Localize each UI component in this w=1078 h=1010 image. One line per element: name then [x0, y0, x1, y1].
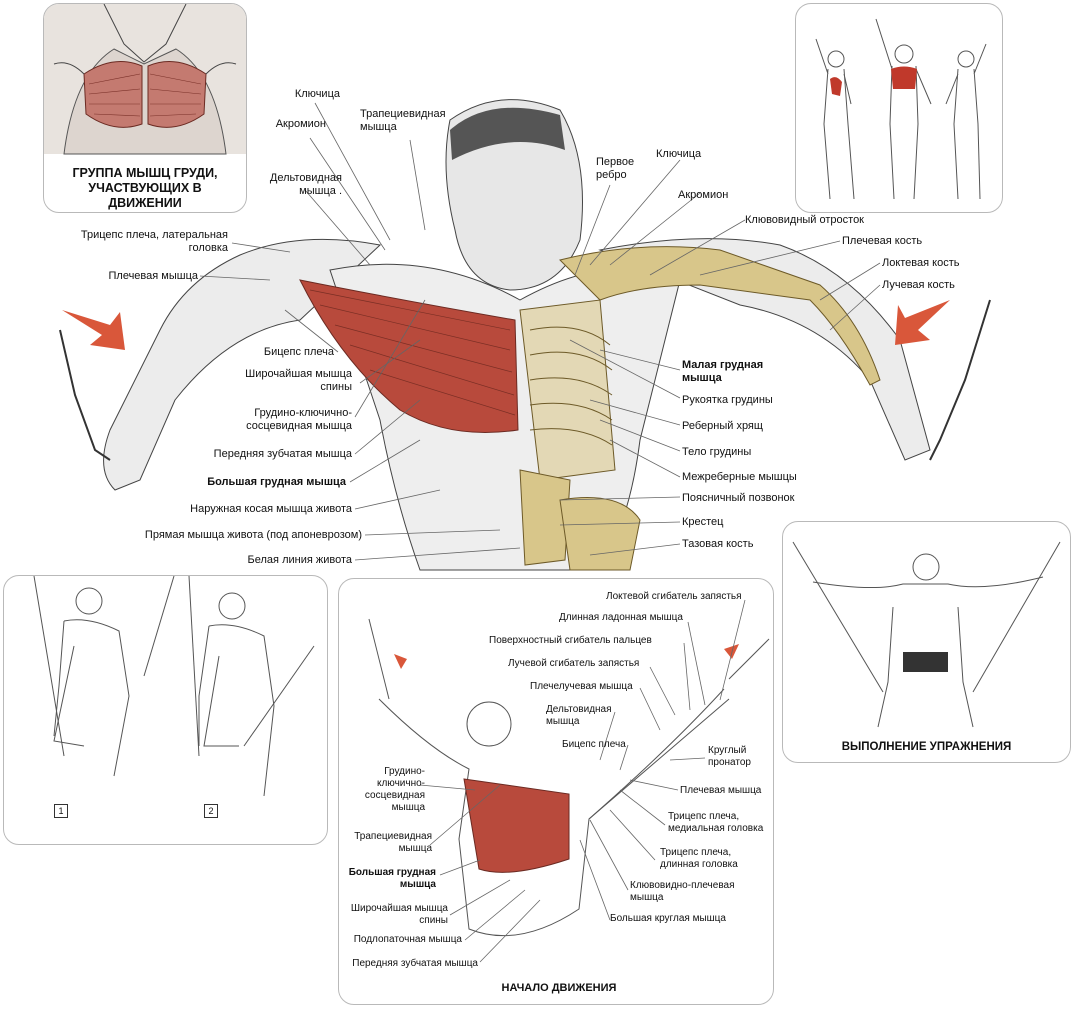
chest-muscles-illustration	[44, 4, 246, 155]
label-start-biceps: Бицепс плеча	[562, 739, 626, 750]
label-start-latissimus: Широчайшая мышца спины	[350, 903, 448, 926]
label-start-coracobrachialis: Клювовидно-плечевая мышца	[630, 880, 735, 903]
three-figures-illustration	[815, 18, 987, 200]
label-clavicle-right: Ключица	[656, 148, 702, 160]
label-start-brachioradialis: Плечелучевая мышца	[530, 681, 633, 692]
label-start-palmaris: Длинная ладонная мышца	[559, 612, 683, 623]
panel-chest-group: ГРУППА МЫШЦ ГРУДИ, УЧАСТВУЮЩИХ В ДВИЖЕНИ…	[43, 3, 247, 213]
label-intercostal: Межреберные мышцы	[682, 471, 797, 483]
label-start-triceps-medial: Трицепс плеча, медиальная головка	[668, 811, 764, 834]
label-pectoralis-major-left: Большая грудная мышца	[207, 476, 346, 488]
label-deltoid-left: Дельтовидная мышца .	[269, 172, 342, 197]
label-start-brachialis: Плечевая мышца	[680, 785, 762, 796]
label-start-fcu: Локтевой сгибатель запястья	[606, 591, 742, 602]
label-scm-left: Грудино-ключично- сосцевидная мышца	[246, 407, 352, 432]
label-costal-cartilage: Реберный хрящ	[682, 420, 763, 432]
label-sacrum: Крестец	[682, 516, 724, 528]
label-sternum-body: Тело грудины	[682, 446, 752, 458]
steps-illustration	[33, 576, 315, 797]
label-start-serratus: Передняя зубчатая мышца	[352, 958, 478, 969]
execution-illustration	[792, 541, 1061, 728]
label-start-trapezius: Трапециевидная мышца	[354, 831, 432, 854]
label-acromion-left: Акромион	[275, 118, 326, 130]
label-start-scm: Грудино- ключично- сосцевидная мышца	[364, 766, 425, 813]
label-start-subscapularis: Подлопаточная мышца	[353, 934, 462, 945]
start-movement-caption: НАЧАЛО ДВИЖЕНИЯ	[501, 982, 617, 994]
label-coracoid: Клювовидный отросток	[745, 214, 864, 226]
label-acromion-right: Акромион	[678, 189, 729, 201]
panel-steps: 1 2	[3, 575, 328, 845]
label-brachialis-left: Плечевая мышца	[108, 270, 199, 282]
label-manubrium: Рукоятка грудины	[682, 394, 773, 406]
step-1-label: 1	[54, 804, 68, 818]
label-external-oblique: Наружная косая мышца живота	[190, 503, 352, 515]
panel-three-figures	[795, 3, 1003, 213]
label-start-deltoid: Дельтовидная мышца	[546, 704, 612, 727]
step-2-label: 2	[204, 804, 218, 818]
label-ulna: Локтевая кость	[882, 257, 960, 269]
label-biceps-left: Бицепс плеча	[263, 346, 334, 358]
label-first-rib: Первое ребро	[596, 156, 635, 181]
label-radius: Лучевая кость	[882, 279, 955, 291]
label-start-fcr: Лучевой сгибатель запястья	[508, 658, 640, 669]
execution-caption: ВЫПОЛНЕНИЕ УПРАЖНЕНИЯ	[841, 741, 1012, 753]
chest-group-caption: ГРУППА МЫШЦ ГРУДИ, УЧАСТВУЮЩИХ В ДВИЖЕНИ…	[72, 166, 218, 210]
label-start-triceps-long: Трицепс плеча, длинная головка	[660, 847, 738, 870]
label-clavicle-left: Ключица	[294, 88, 340, 100]
label-trapezius-left: Трапециевидная мышца	[360, 108, 446, 133]
label-triceps-lateral: Трицепс плеча, латеральная головка	[80, 229, 228, 254]
label-pectoralis-minor: Малая грудная мышца	[682, 359, 764, 384]
label-rectus-abdominis: Прямая мышца живота (под апоневрозом)	[144, 529, 362, 541]
label-start-teres-major: Большая круглая мышца	[610, 913, 726, 924]
label-serratus-left: Передняя зубчатая мышца	[213, 448, 352, 460]
label-pelvis: Тазовая кость	[682, 538, 754, 550]
panel-execution: ВЫПОЛНЕНИЕ УПРАЖНЕНИЯ	[782, 521, 1071, 763]
label-latissimus-left: Широчайшая мышца спины	[245, 368, 352, 393]
label-start-pronator: Круглый пронатор	[708, 745, 751, 768]
label-lumbar-vertebra: Поясничный позвонок	[682, 492, 795, 504]
label-start-fds: Поверхностный сгибатель пальцев	[489, 635, 652, 646]
label-humerus: Плечевая кость	[842, 235, 923, 247]
label-start-pectoralis-major: Большая грудная мышца	[348, 867, 436, 890]
label-linea-alba: Белая линия живота	[247, 554, 352, 566]
